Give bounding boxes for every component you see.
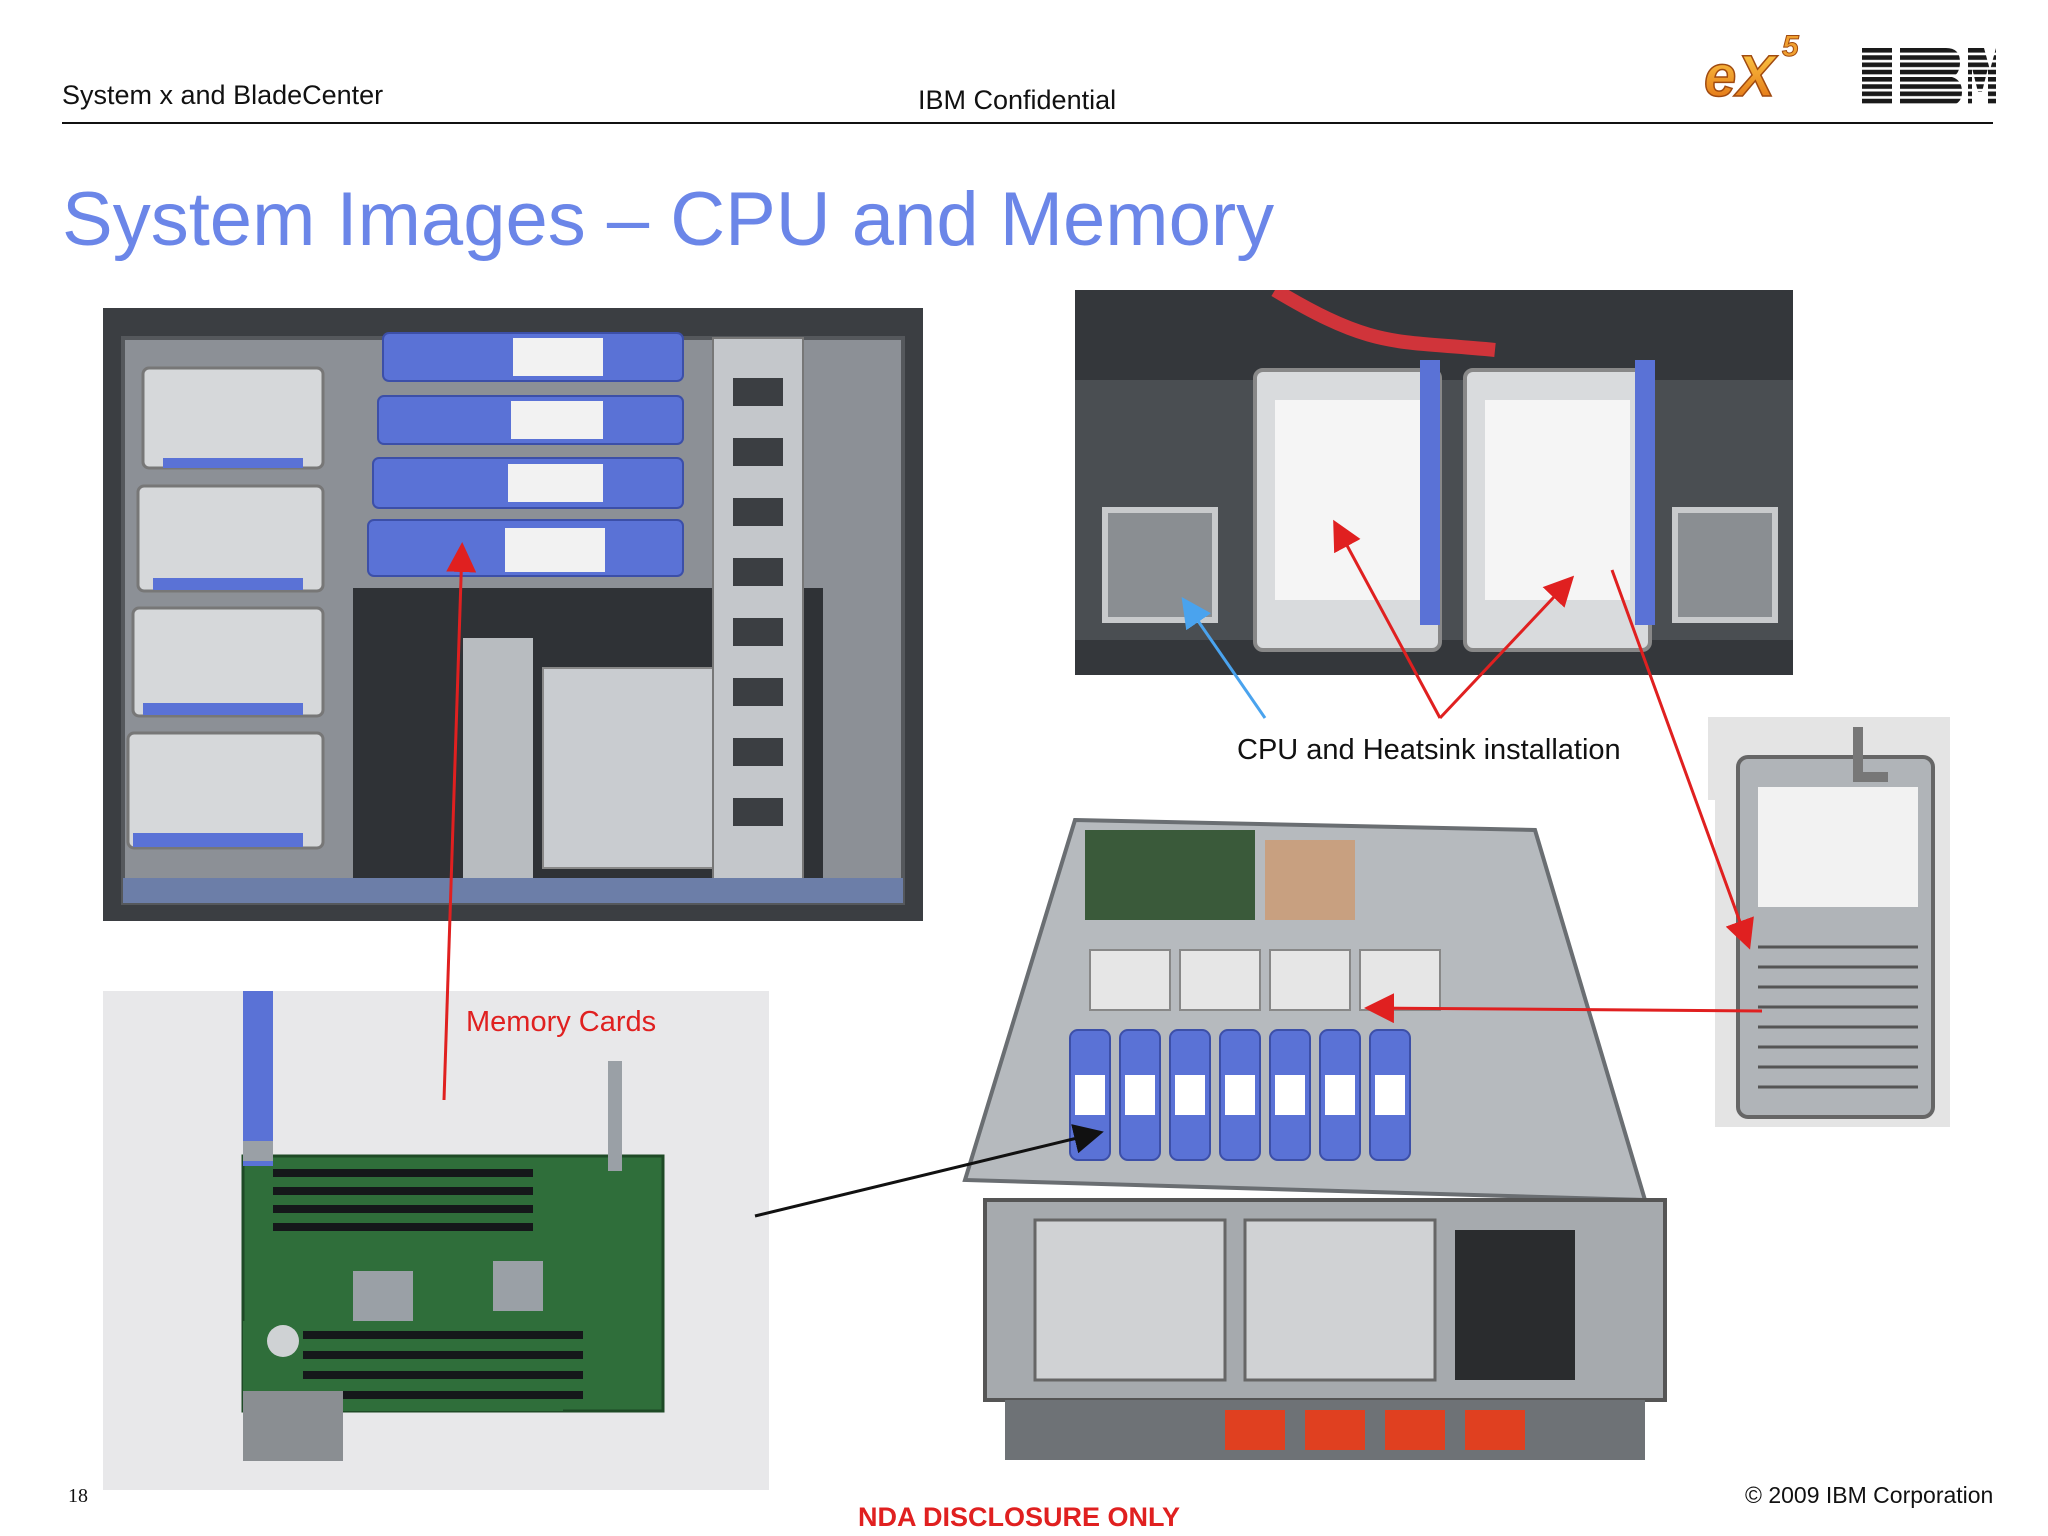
heatsink-arrow-left — [1333, 519, 1442, 719]
memory-cards-label: Memory Cards — [466, 1006, 657, 1038]
server-top-memory-photo — [103, 308, 923, 921]
header-left-text: System x and BladeCenter — [62, 80, 384, 110]
svg-text:5: 5 — [1782, 30, 1800, 63]
cpu-heatsink-photo — [1075, 290, 1793, 675]
page-number: 18 — [68, 1485, 88, 1507]
heatsink-closeup-arrow — [1610, 569, 1754, 950]
memory-cards-arrow — [442, 542, 477, 1101]
heatsink-location-arrow — [1364, 993, 1763, 1024]
memory-card-photo — [103, 991, 769, 1490]
page-title: System Images – CPU and Memory — [62, 177, 1275, 262]
server-overview-photo — [925, 800, 1715, 1480]
nda-notice: NDA DISCLOSURE ONLY — [858, 1502, 1181, 1532]
cpu-socket-arrow — [1181, 597, 1267, 719]
ibm-logo — [1862, 48, 1996, 106]
header-center-text: IBM Confidential — [918, 85, 1117, 115]
heatsink-arrow-right — [1438, 575, 1575, 720]
header-divider — [62, 122, 1993, 124]
ex5-logo: eX 5 — [1703, 30, 1800, 110]
cpu-heatsink-label: CPU and Heatsink installation — [1237, 734, 1621, 766]
svg-text:eX: eX — [1704, 44, 1778, 109]
memory-card-location-arrow — [754, 1124, 1104, 1218]
copyright: © 2009 IBM Corporation — [1745, 1482, 1994, 1508]
